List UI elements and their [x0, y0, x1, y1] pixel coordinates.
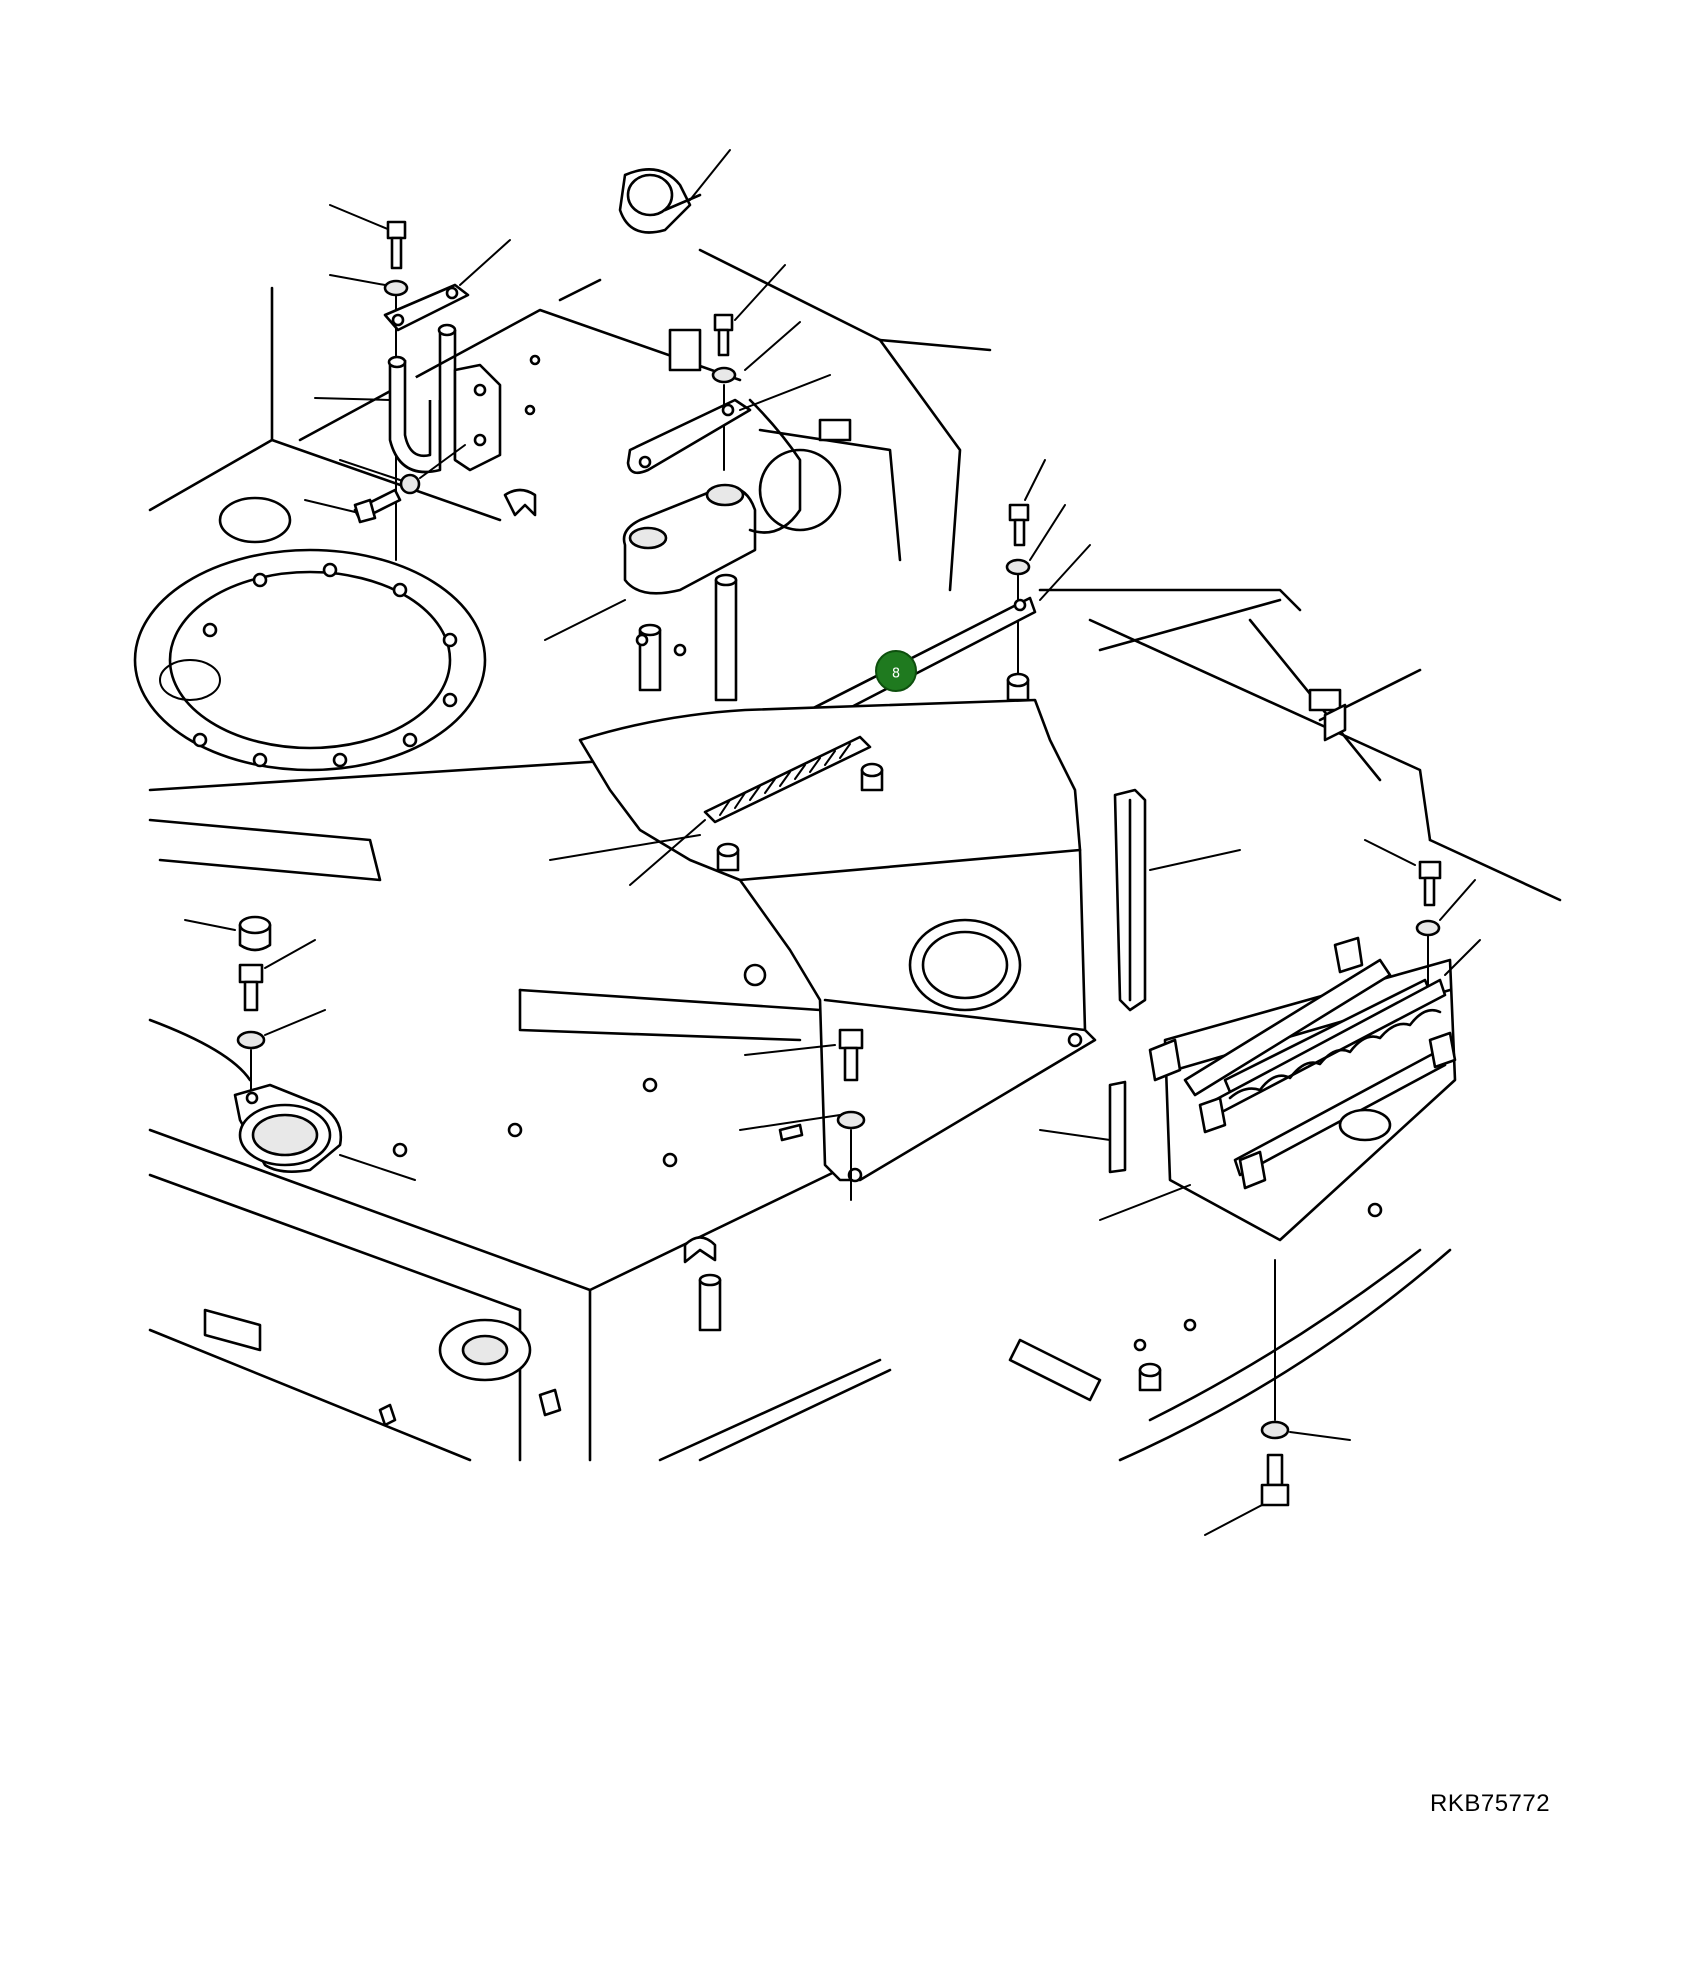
u-pipe-assembly	[304, 204, 541, 561]
bottom-fastener	[1204, 1259, 1351, 1536]
callout-marker-8[interactable]: 8	[875, 650, 917, 692]
callout-label-8: 8	[892, 667, 900, 682]
guard-plate	[578, 596, 1097, 1183]
left-fastener-grommet	[184, 915, 416, 1181]
battery-tray	[1099, 936, 1457, 1242]
drawing-number: RKB75772	[1430, 1790, 1551, 1817]
right-side-fastener	[1364, 839, 1481, 986]
slewing-ring	[133, 496, 487, 772]
hose-clip-part	[618, 149, 731, 234]
misc-features	[203, 633, 1383, 1427]
seal-strip	[1039, 788, 1241, 1174]
guard-fastener	[739, 1028, 866, 1201]
right-top-fastener	[1005, 459, 1091, 681]
grille-strip	[549, 735, 872, 886]
center-clamp-assembly	[544, 264, 1342, 1332]
